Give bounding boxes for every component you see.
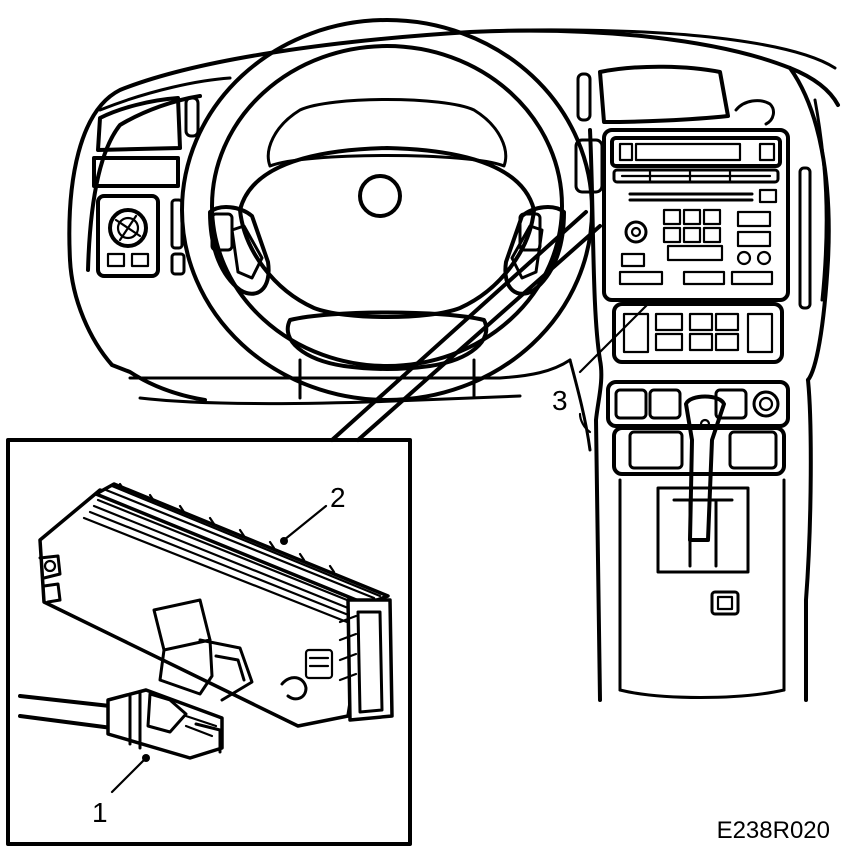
inset-detail	[6, 210, 602, 846]
steering-wheel	[180, 18, 594, 402]
location-leader	[578, 298, 654, 434]
callout-1-label: 1	[92, 797, 108, 828]
climate-panel	[612, 302, 784, 364]
amplifier-unit	[38, 482, 394, 728]
wiring-connector	[18, 688, 224, 794]
figure-code: E238R020	[717, 817, 830, 844]
headlight-switch	[96, 194, 160, 278]
center-console	[568, 128, 813, 702]
dashboard	[67, 28, 840, 406]
radio-unit	[602, 128, 790, 302]
callout-3-label: 3	[552, 385, 568, 416]
callout-2-label: 2	[330, 482, 346, 513]
gear-selector	[656, 394, 750, 616]
